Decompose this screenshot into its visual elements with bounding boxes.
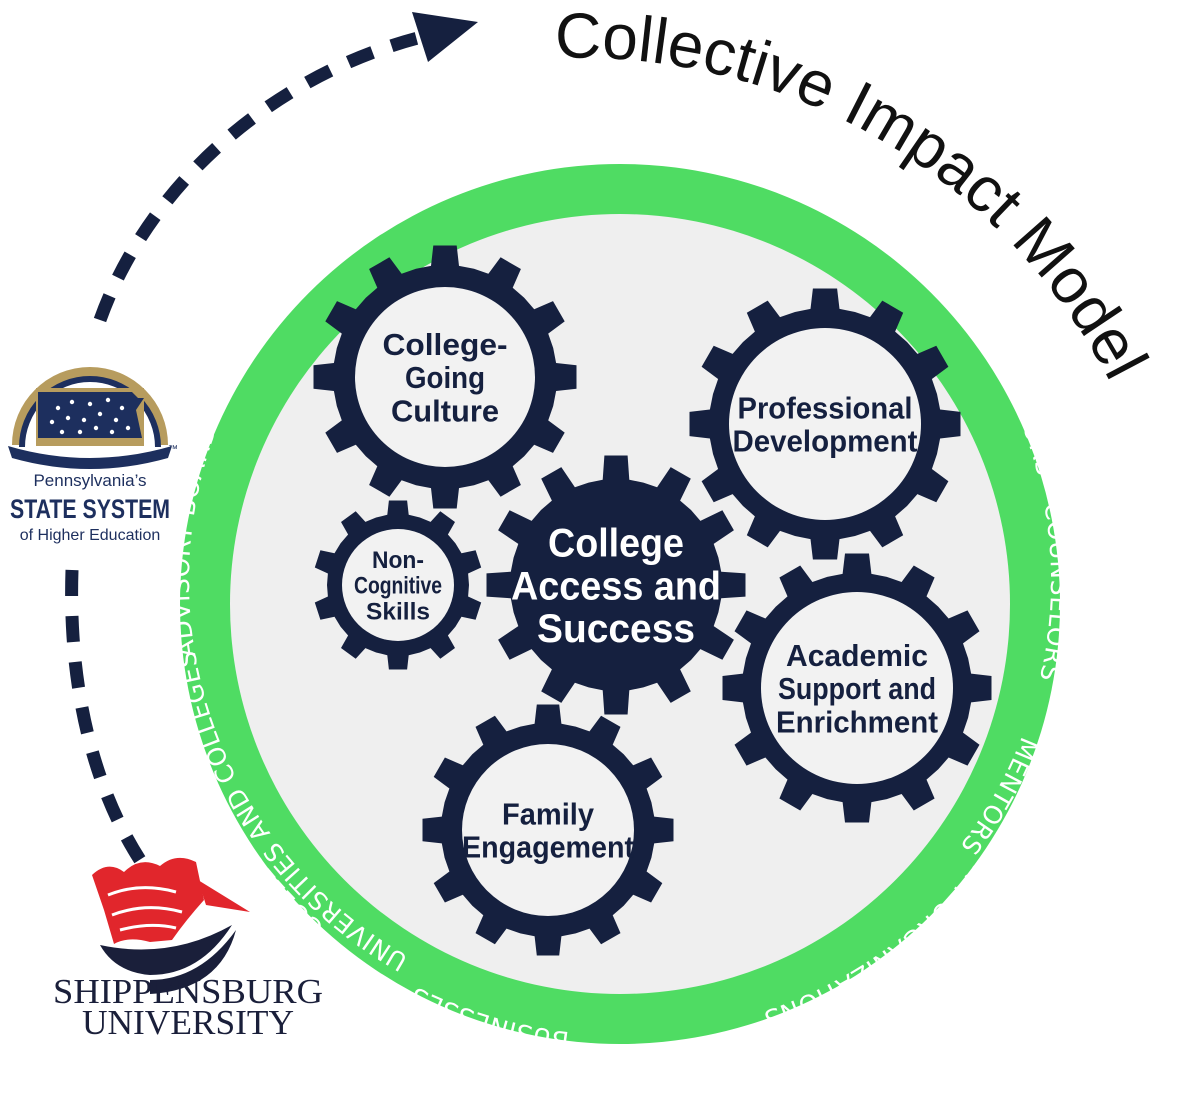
shippensburg-logo: Shippensburg University: [53, 857, 323, 1042]
dashed-arrow-lower: [65, 569, 146, 864]
college-access-and-success-gear: [486, 455, 746, 715]
ship-flag-icon: [198, 880, 250, 912]
state-system-banner: [8, 446, 172, 469]
professional-development-gear-face: [729, 328, 921, 520]
ship-sails-icon: [92, 857, 204, 944]
college-going-culture-gear-face: [355, 287, 535, 467]
family-engagement-gear-face: [462, 744, 634, 916]
state-system-arch-outline: [19, 376, 161, 448]
state-system-line2: STATE SYSTEM: [10, 494, 170, 524]
state-system-logo: ™ Pennsylvania’s STATE SYSTEM of Higher …: [8, 367, 178, 544]
state-system-line1: Pennsylvania’s: [33, 471, 146, 490]
stars-icon: [49, 397, 131, 435]
ship-wave-icon: [150, 930, 236, 994]
dashed-arrow-upper: [93, 28, 432, 323]
state-system-arch-icon: [12, 367, 168, 445]
trademark-mark: ™: [168, 444, 178, 455]
shippensburg-line1: Shippensburg: [53, 972, 323, 1011]
sail-lines-icon: [107, 886, 183, 932]
non-cognitive-skills-gear-face: [342, 529, 454, 641]
ship-hull-icon: [100, 925, 232, 975]
gears: [313, 245, 992, 956]
pennsylvania-map-icon: [38, 392, 144, 438]
state-system-line3: of Higher Education: [20, 527, 161, 544]
shippensburg-line2: University: [82, 1003, 294, 1042]
academic-support-gear-face: [761, 592, 953, 784]
arrow-head-icon: [412, 12, 478, 62]
